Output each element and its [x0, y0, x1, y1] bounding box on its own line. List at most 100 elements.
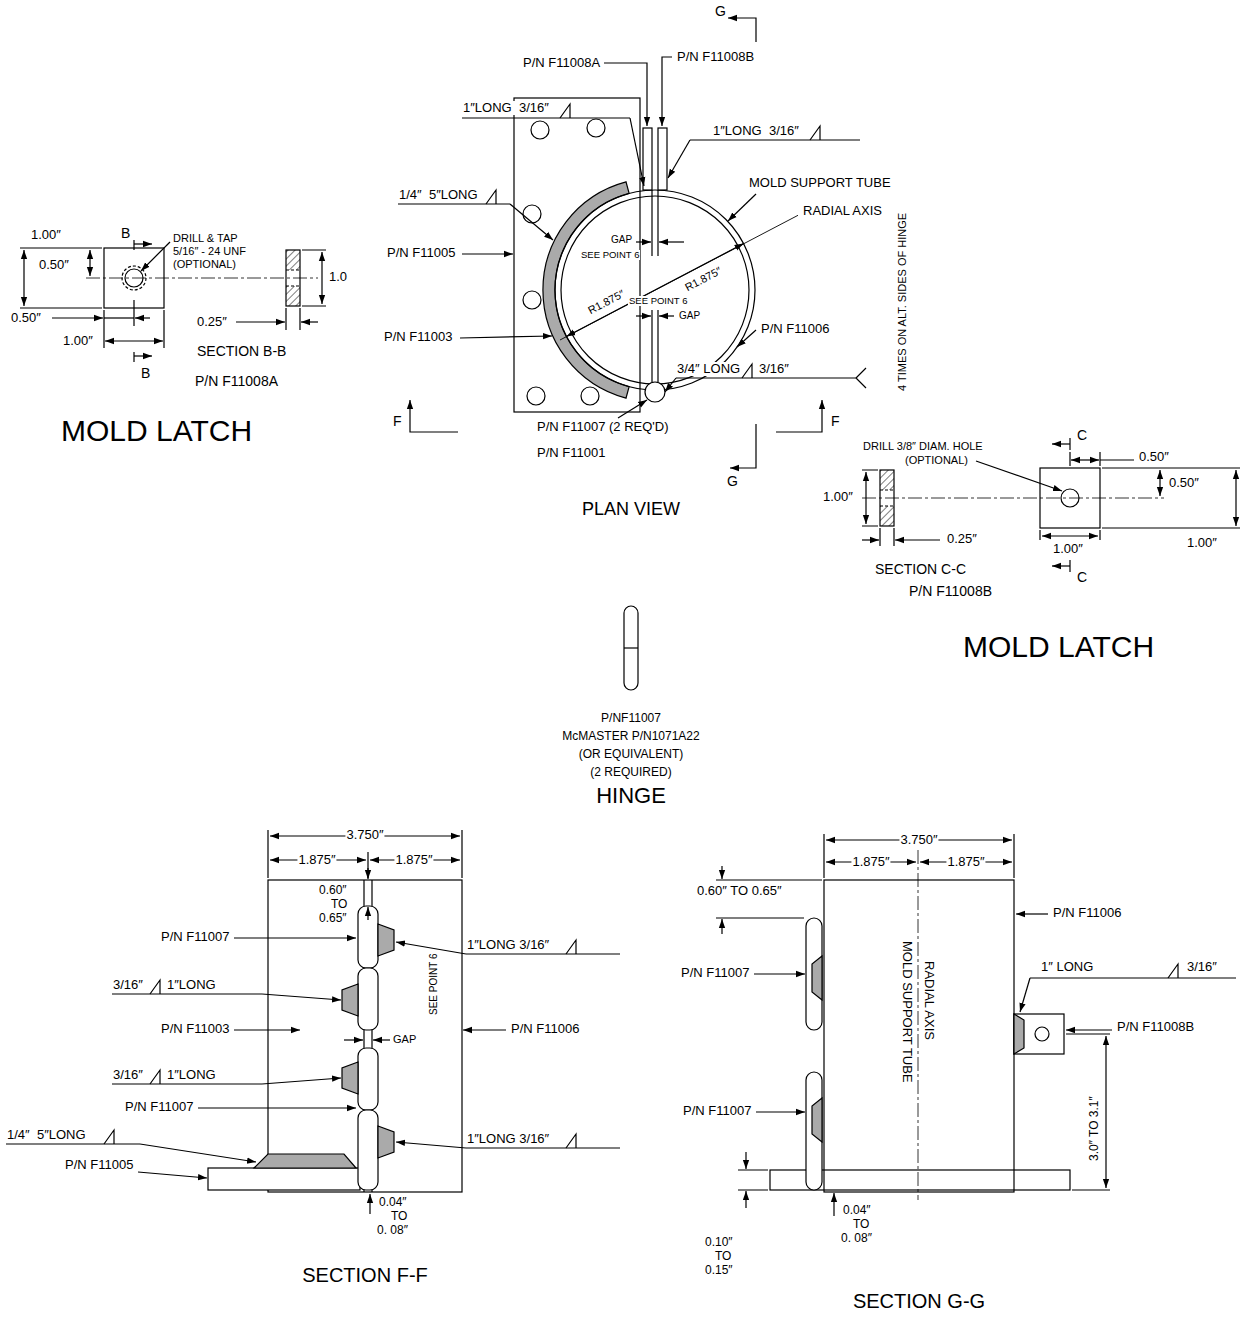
drawing-label: 0.04″ — [378, 1196, 408, 1209]
drawing-label: F — [392, 414, 403, 429]
section-view — [824, 880, 1014, 1192]
view-title: SECTION G-G — [852, 1290, 986, 1312]
section-view — [234, 1029, 300, 1030]
plan-view — [676, 377, 856, 378]
latch-detail — [1052, 565, 1070, 566]
drawing-label: 0.25″ — [196, 315, 228, 329]
latch-detail — [1102, 468, 1240, 528]
latch-detail — [286, 270, 300, 286]
plan-view — [398, 18, 866, 468]
drawing-label: TO — [390, 1210, 408, 1223]
drawing-label: DRILL & TAP — [172, 232, 239, 244]
drawing-label: P/N F11008B — [1116, 1020, 1195, 1034]
hinge-part — [624, 606, 638, 690]
drawing-label: 3/16″ — [1186, 960, 1218, 974]
section-view — [262, 1078, 341, 1084]
plan-view — [486, 190, 496, 204]
section-view — [378, 924, 394, 956]
latch-detail — [23, 250, 24, 306]
plan-view — [659, 241, 684, 242]
plan-view — [531, 121, 549, 139]
section-view — [112, 1083, 262, 1084]
latch-detail — [862, 539, 879, 540]
section-view — [1014, 1014, 1024, 1054]
view-title: HINGE — [595, 784, 667, 808]
plan-view — [581, 387, 599, 405]
section-view — [254, 1154, 356, 1168]
plan-view — [510, 204, 553, 240]
drawing-label: RADIAL AXIS — [922, 960, 936, 1041]
latch-detail — [862, 470, 878, 526]
plan-view — [652, 190, 658, 256]
plan-view — [587, 119, 605, 137]
drawing-label: P/N F11007 (2 REQ'D) — [536, 420, 670, 434]
latch-detail — [1235, 470, 1236, 526]
section-view — [812, 956, 822, 1000]
section-view — [262, 994, 341, 1000]
drawing-label: SEE POINT 6 — [580, 250, 640, 260]
drawing-label: 5/16″ - 24 UNF — [172, 245, 247, 257]
drawing-label: TO — [330, 898, 348, 911]
latch-detail — [976, 461, 1062, 491]
plan-view — [604, 63, 647, 126]
plan-view — [730, 424, 756, 468]
plan-view — [652, 310, 658, 382]
section-view — [138, 1172, 207, 1178]
latch-detail — [286, 250, 300, 270]
latch-detail — [895, 539, 940, 540]
section-view — [918, 850, 919, 1200]
section-view — [833, 1193, 834, 1216]
drawing-label: B — [140, 366, 151, 381]
view-title: SECTION B-B — [196, 344, 287, 359]
drawing-label: 1″LONG — [166, 978, 217, 992]
drawing-label: 0. 08″ — [840, 1232, 873, 1245]
drawing-label: 0.15″ — [704, 1264, 734, 1277]
plan-view — [460, 336, 552, 338]
drawing-label: GAP — [392, 1033, 417, 1045]
drawing-label: 1.00″ — [822, 490, 854, 504]
section-view — [112, 993, 262, 994]
drawing-label: P/N F11007 — [682, 1104, 752, 1118]
drawing-label: 1″LONG 3/16″ — [712, 124, 800, 138]
section-view — [566, 1134, 576, 1148]
latch-detail — [104, 317, 134, 318]
drawing-label: 1.00″ — [62, 334, 94, 348]
drawing-label: R1.875″ — [585, 287, 627, 317]
drawing-label: 1.0 — [328, 270, 348, 284]
section-view — [745, 1152, 746, 1169]
section-view — [344, 1039, 363, 1040]
section-view — [1030, 977, 1236, 978]
plan-view — [810, 126, 820, 140]
drawing-label: P/NF11007 — [600, 712, 662, 725]
drawing-label: 0.60″ TO 0.65″ — [696, 884, 783, 898]
drawing-label: 3/16″ — [112, 978, 144, 992]
drawing-label: SEE POINT 6 — [428, 952, 439, 1016]
drawing-label: P/N F11008A — [522, 56, 601, 70]
drawing-label: 1″LONG — [166, 1068, 217, 1082]
latch-detail — [134, 243, 152, 244]
section-view — [824, 834, 1014, 878]
latch-detail — [52, 317, 103, 318]
drawing-label: (OPTIONAL) — [904, 454, 969, 466]
plan-view — [462, 117, 630, 118]
drawing-label: McMASTER P/N1071A22 — [561, 730, 700, 743]
plan-view — [514, 98, 640, 412]
drawing-label: 1/4″ 5″LONG — [6, 1128, 87, 1142]
section-view — [6, 1143, 140, 1144]
latch-detail — [133, 240, 134, 250]
drawing-label: P/N F11005 — [64, 1158, 134, 1172]
plan-view — [630, 118, 644, 186]
section-view — [358, 968, 378, 1030]
section-view — [1066, 1034, 1110, 1190]
plan-view — [645, 382, 665, 402]
latch-detail — [1159, 470, 1160, 496]
section-view — [367, 868, 368, 879]
section-view — [342, 1062, 358, 1094]
section-view — [6, 830, 620, 1214]
drawing-label: SEE POINT 6 — [628, 296, 688, 306]
plan-view — [776, 400, 822, 432]
section-view — [150, 980, 160, 994]
section-view — [358, 1110, 378, 1190]
drawing-label: 3.0″ TO 3.1″ — [1088, 1095, 1101, 1162]
